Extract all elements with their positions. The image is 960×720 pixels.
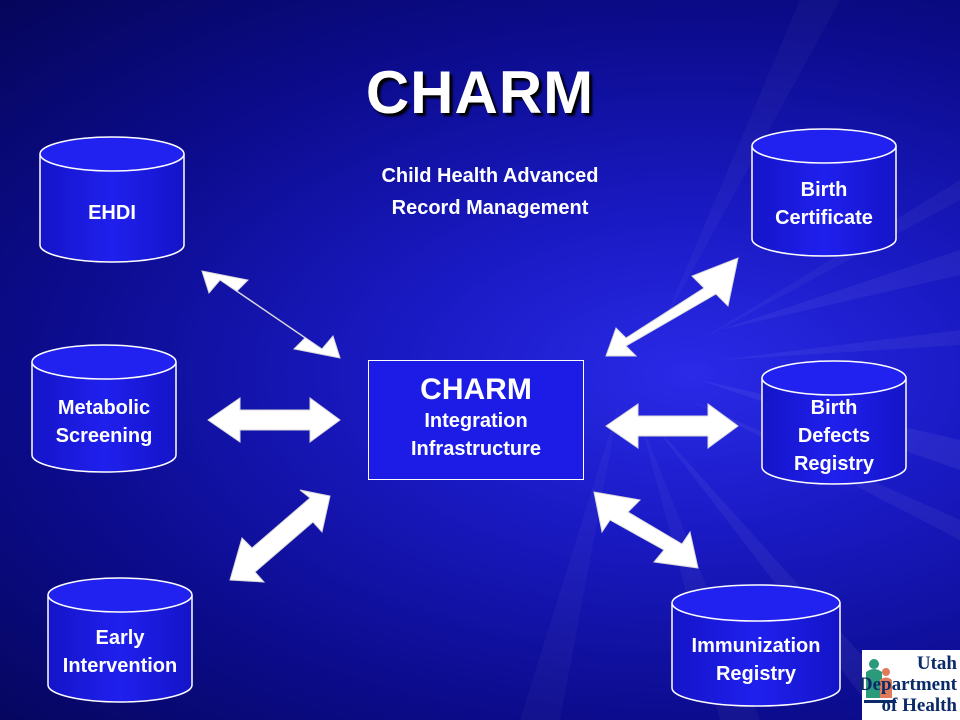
double-arrow-birth-defects	[605, 403, 739, 449]
double-arrow-metabolic	[207, 397, 341, 443]
cylinder-early-intervention	[47, 577, 193, 703]
system-label-immunization: Immunization Registry	[691, 635, 821, 685]
system-label-metabolic: Metabolic Screening	[55, 397, 153, 447]
cylinder-birth-certificate	[751, 128, 897, 257]
system-label-birth-defects: Birth Defects Registry	[793, 397, 875, 475]
double-arrow-birth-certificate	[605, 257, 739, 357]
subtitle-line-2: Record Management	[391, 197, 589, 219]
center-line-2: Infrastructure	[410, 438, 542, 460]
center-title: CHARM	[420, 373, 532, 406]
center-line-1: Integration	[424, 410, 528, 432]
double-arrow-early-intervention	[229, 489, 331, 583]
cylinder-birth-defects	[761, 360, 907, 485]
logo-text: Utah Department of Health	[858, 653, 957, 716]
system-label-ehdi: EHDI	[88, 202, 136, 224]
system-label-early-intervention: Early Intervention	[62, 627, 178, 677]
system-label-birth-certificate: Birth Certificate	[775, 179, 873, 229]
utah-health-logo: Utah Department of Health	[858, 650, 960, 720]
subtitle-line-1: Child Health Advanced	[381, 165, 599, 187]
cylinder-immunization	[671, 584, 841, 707]
double-arrow-immunization	[593, 491, 699, 569]
double-arrow-ehdi	[201, 270, 341, 359]
slide-title: CHARM	[365, 59, 595, 126]
utah-figures-logo-icon	[864, 659, 896, 703]
slide-subtitle: Child Health Advanced Record Management	[290, 160, 690, 224]
cylinder-metabolic	[31, 344, 177, 473]
cylinder-ehdi	[39, 136, 185, 263]
charm-integration-box: CHARM Integration Infrastructure	[368, 360, 584, 480]
